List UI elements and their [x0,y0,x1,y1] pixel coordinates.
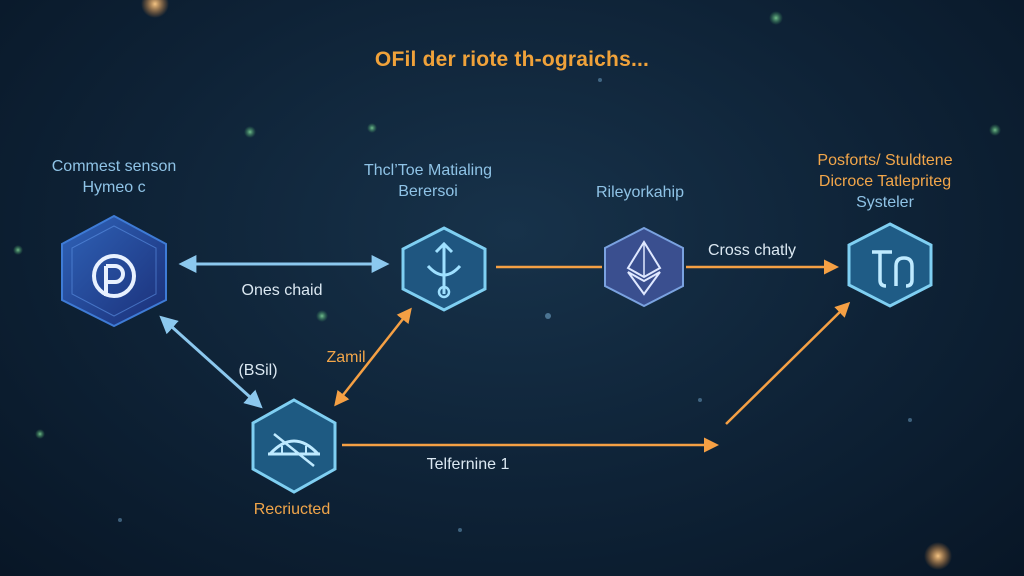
edge-label-bsil: (BSil) [238,362,278,379]
node-top-middle-label: Thcl’Toe Matialing Berersoi [363,162,493,200]
ethereum-icon [604,226,684,308]
bridge-icon [251,398,337,494]
edge-bottom-top [334,307,412,407]
edge-rise-right [725,301,851,425]
edge-label-telfernine: Telfernine 1 [426,456,510,473]
edge-label-zamil: Zamil [326,349,366,366]
p-logo-icon [61,214,167,328]
node-top-middle[interactable] [400,226,488,312]
diagram-title: OFil der riote th-ograichs... [374,48,650,71]
edge-label-ones-chaid: Ones chaid [241,282,323,299]
edge-left-bottom [159,315,263,409]
tn-logo-icon [847,222,933,308]
node-left-label: Commest senson Hymeo c [51,158,177,196]
node-bottom-label: Recriucted [253,501,331,518]
node-right-label: Posforts/ Stuldtene Dicroce Tatlepriteg … [770,150,1000,213]
staff-emblem-icon [401,226,487,312]
node-right-label-line3: Systeler [856,194,914,211]
node-bottom[interactable] [250,398,338,494]
node-middle[interactable] [602,226,686,308]
node-middle-label: Rileyorkahip [595,184,685,201]
edge-label-cross-chatly: Cross chatly [707,242,797,259]
node-right[interactable] [846,222,934,308]
node-left[interactable] [58,214,170,328]
